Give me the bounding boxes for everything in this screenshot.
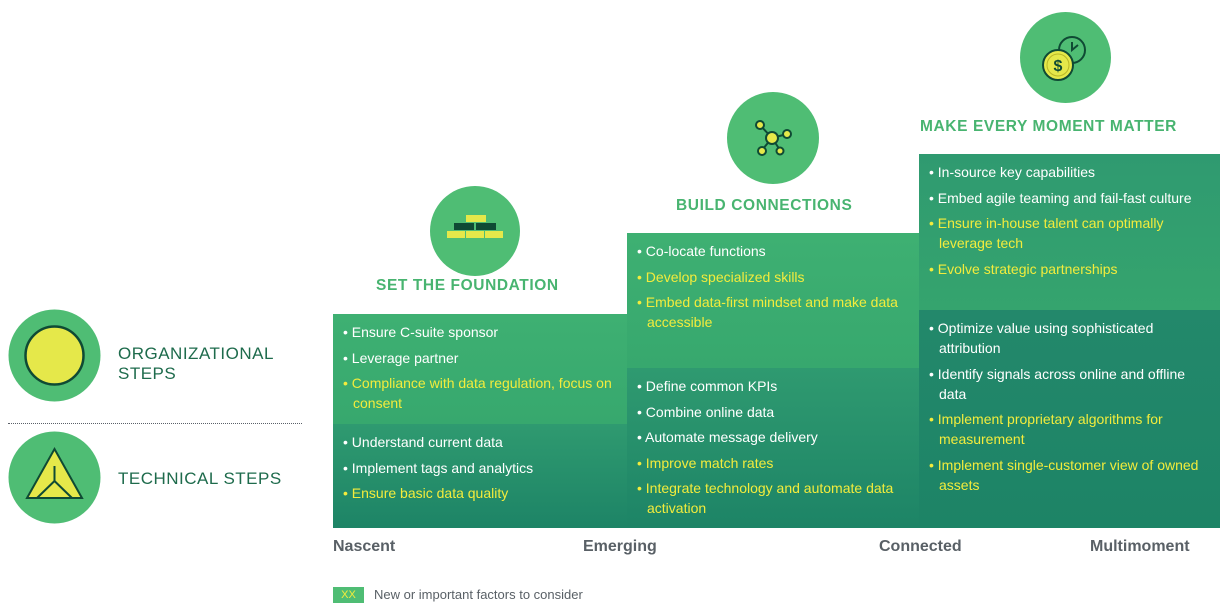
highlighted-list-item: Integrate technology and automate data a… bbox=[637, 478, 909, 518]
foundation-stage-icon bbox=[430, 186, 520, 276]
stage-title-foundation: SET THE FOUNDATION bbox=[376, 277, 559, 294]
technical-steps-label: TECHNICAL STEPS bbox=[118, 469, 282, 488]
tech-block-foundation: Understand current dataImplement tags an… bbox=[333, 424, 627, 528]
list-item: Understand current data bbox=[343, 432, 617, 452]
bricks-icon bbox=[447, 215, 503, 238]
list-item: Embed agile teaming and fail-fast cultur… bbox=[929, 188, 1210, 208]
stage-title-connections: BUILD CONNECTIONS bbox=[676, 197, 853, 214]
tech-block-moment: Optimize value using sophisticated attri… bbox=[919, 310, 1220, 528]
footnote-text: New or important factors to consider bbox=[374, 587, 583, 602]
list-item: Automate message delivery bbox=[637, 427, 909, 447]
highlighted-list-item: Develop specialized skills bbox=[637, 267, 909, 287]
org-block-moment: In-source key capabilitiesEmbed agile te… bbox=[919, 154, 1220, 310]
triangle-icon bbox=[8, 431, 101, 524]
axis-label-emerging: Emerging bbox=[583, 538, 657, 555]
highlighted-list-item: Improve match rates bbox=[637, 453, 909, 473]
organizational-steps-label: ORGANIZATIONAL STEPS bbox=[118, 344, 274, 383]
list-item: Leverage partner bbox=[343, 348, 617, 368]
network-icon bbox=[755, 120, 792, 156]
connections-stage-icon bbox=[727, 92, 819, 184]
highlighted-list-item: Embed data-first mindset and make data a… bbox=[637, 292, 909, 332]
highlighted-list-item: Implement proprietary algorithms for mea… bbox=[929, 409, 1210, 449]
highlight-swatch: XX bbox=[333, 587, 364, 603]
list-item: Implement tags and analytics bbox=[343, 458, 617, 478]
list-item: In-source key capabilities bbox=[929, 162, 1210, 182]
list-item: Identify signals across online and offli… bbox=[929, 364, 1210, 404]
list-item: Combine online data bbox=[637, 402, 909, 422]
svg-text:$: $ bbox=[1053, 58, 1062, 75]
org-block-foundation: Ensure C-suite sponsorLeverage partnerCo… bbox=[333, 314, 627, 424]
highlighted-list-item: Implement single-customer view of owned … bbox=[929, 455, 1210, 495]
circle-icon bbox=[8, 309, 101, 402]
axis-label-connected: Connected bbox=[879, 538, 962, 555]
org-block-connections: Co-locate functionsDevelop specialized s… bbox=[627, 233, 919, 368]
legend-divider bbox=[8, 423, 302, 424]
stage-title-moment: MAKE EVERY MOMENT MATTER bbox=[920, 118, 1177, 135]
list-item: Ensure C-suite sponsor bbox=[343, 322, 617, 342]
highlighted-list-item: Compliance with data regulation, focus o… bbox=[343, 373, 617, 413]
dollar-clock-icon: $ bbox=[1041, 35, 1086, 81]
highlighted-list-item: Evolve strategic partnerships bbox=[929, 259, 1210, 279]
list-item: Optimize value using sophisticated attri… bbox=[929, 318, 1210, 358]
list-item: Co-locate functions bbox=[637, 241, 909, 261]
axis-label-multimoment: Multimoment bbox=[1090, 538, 1190, 555]
highlighted-list-item: Ensure basic data quality bbox=[343, 483, 617, 503]
tech-block-connections: Define common KPIsCombine online dataAut… bbox=[627, 368, 919, 528]
axis-label-nascent: Nascent bbox=[333, 538, 396, 555]
highlighted-list-item: Ensure in-house talent can optimally lev… bbox=[929, 213, 1210, 253]
moment-stage-icon: $ bbox=[1020, 12, 1111, 103]
list-item: Define common KPIs bbox=[637, 376, 909, 396]
